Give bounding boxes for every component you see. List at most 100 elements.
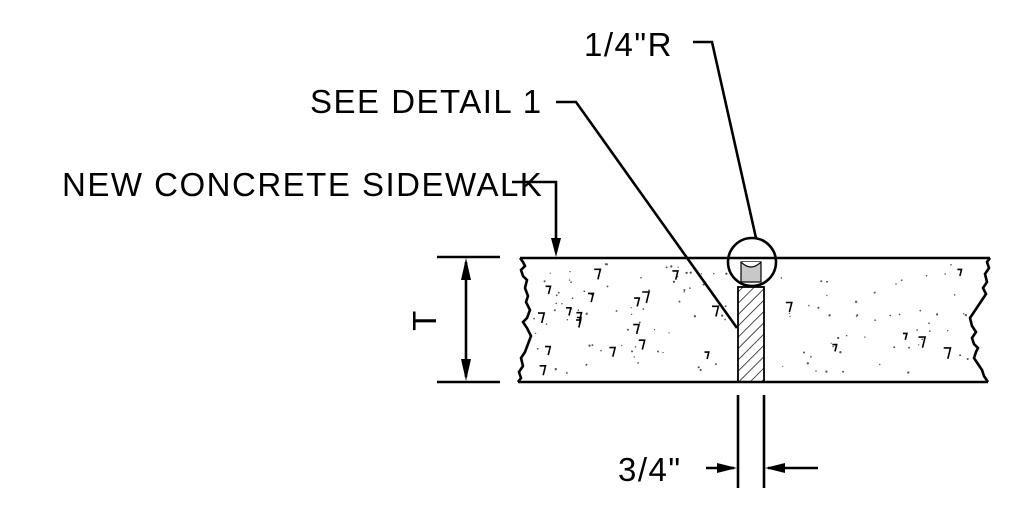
stipple-dot <box>583 290 586 293</box>
stipple-dot <box>634 346 637 348</box>
stipple-dot <box>536 347 539 350</box>
thickness-arrow-top <box>461 258 471 280</box>
stipple-dot <box>826 294 828 297</box>
aggregate-mark <box>785 301 793 313</box>
aggregate-mark <box>902 332 908 340</box>
stipple-dot <box>820 280 823 283</box>
stipple-dot <box>817 306 820 309</box>
stipple-dot <box>788 312 791 315</box>
stipple-dot <box>565 371 568 374</box>
stipple-dot <box>591 344 594 347</box>
detail-circle <box>726 236 778 288</box>
stipple-dot <box>916 329 919 331</box>
stipple-dot <box>677 266 679 268</box>
stipple-dot <box>907 371 910 374</box>
stipple-dot <box>825 370 828 373</box>
stipple-dot <box>802 351 806 354</box>
stipple-dot <box>900 279 903 282</box>
stipple-dot <box>966 357 969 361</box>
stipple-dot <box>570 281 572 284</box>
stipple-dot <box>928 322 930 325</box>
stipple-dot <box>724 318 726 321</box>
aggregate-mark <box>594 268 602 280</box>
stipple-dot <box>893 346 896 349</box>
stipple-dot <box>697 366 700 369</box>
stipple-dot <box>549 272 551 274</box>
stipple-dot <box>712 272 715 275</box>
sealant-recess <box>740 261 762 268</box>
stipple-dot <box>959 354 962 357</box>
stipple-dot <box>837 336 840 340</box>
detail-ref-label: SEE DETAIL 1 <box>310 83 543 120</box>
joint-arrow-left <box>717 463 737 473</box>
joint-width-label: 3/4" <box>618 451 682 488</box>
sidewalk-label: NEW CONCRETE SIDEWALK <box>62 166 543 203</box>
stipple-dot <box>545 323 548 325</box>
stipple-dot <box>864 336 866 338</box>
concrete-slab <box>516 256 992 384</box>
stipple-dot <box>533 317 535 320</box>
stipple-dot <box>685 271 688 275</box>
stipple-dot <box>714 363 717 366</box>
stipple-dot <box>554 368 557 371</box>
thickness-arrow-bottom <box>461 359 471 381</box>
joint-filler <box>737 286 765 383</box>
stipple-dot <box>720 314 724 317</box>
stipple-dot <box>555 302 558 305</box>
aggregate-mark <box>642 291 651 304</box>
stipple-dot <box>724 305 727 308</box>
stipple-dot <box>845 334 848 337</box>
stipple-dot <box>889 314 892 317</box>
thickness-dimension: T <box>406 255 500 384</box>
stipple-dot <box>630 313 633 316</box>
stipple-dot <box>828 314 831 317</box>
stipple-dot <box>854 300 858 303</box>
sidewalk-arrowhead <box>551 238 561 257</box>
stipple-dot <box>640 276 642 279</box>
stipple-dot <box>638 321 641 324</box>
stipple-dot <box>630 307 632 309</box>
stipple-dot <box>964 313 968 317</box>
stipple-dot <box>665 266 668 269</box>
stipple-dot <box>683 288 686 292</box>
aggregate-mark <box>918 336 927 348</box>
stipple-dot <box>668 332 670 334</box>
stipple-dot <box>781 365 784 367</box>
stipple-dot <box>569 270 571 273</box>
stipple-dot <box>873 291 876 294</box>
stipple-dot <box>615 310 618 312</box>
stipple-dot <box>566 319 569 321</box>
stipple-dot <box>557 291 560 294</box>
stipple-dot <box>689 271 692 274</box>
stipple-dot <box>630 350 634 353</box>
stipple-dot <box>826 280 828 283</box>
stipple-dot <box>577 309 580 311</box>
aggregate-mark <box>638 339 646 350</box>
joint-width-dimension: 3/4" <box>618 395 818 488</box>
thickness-label: T <box>406 309 443 331</box>
aggregate-mark <box>566 307 572 316</box>
stipple-dot <box>555 294 558 297</box>
stipple-dot <box>702 283 705 286</box>
stipple-dot <box>626 328 629 331</box>
joint-arrow-right <box>765 463 785 473</box>
stipple-dot <box>815 370 817 372</box>
stipple-dot <box>810 356 812 358</box>
stipple-dot <box>657 350 659 353</box>
stipple-dot <box>588 344 591 347</box>
stipple-dot <box>928 330 931 332</box>
stipple-dot <box>543 280 546 283</box>
stipple-dot <box>898 313 901 316</box>
aggregate-mark <box>545 285 552 295</box>
detail-leader <box>556 100 739 329</box>
stipple-dot <box>925 274 928 277</box>
stipple-dot <box>839 351 842 354</box>
radius-leader <box>693 40 758 239</box>
stipple-dot <box>789 315 791 318</box>
aggregate-mark <box>672 270 679 280</box>
radius-label: 1/4"R <box>584 26 673 63</box>
stipple-dot <box>918 344 920 346</box>
stipple-dot <box>670 265 673 268</box>
aggregate-mark <box>545 345 552 356</box>
